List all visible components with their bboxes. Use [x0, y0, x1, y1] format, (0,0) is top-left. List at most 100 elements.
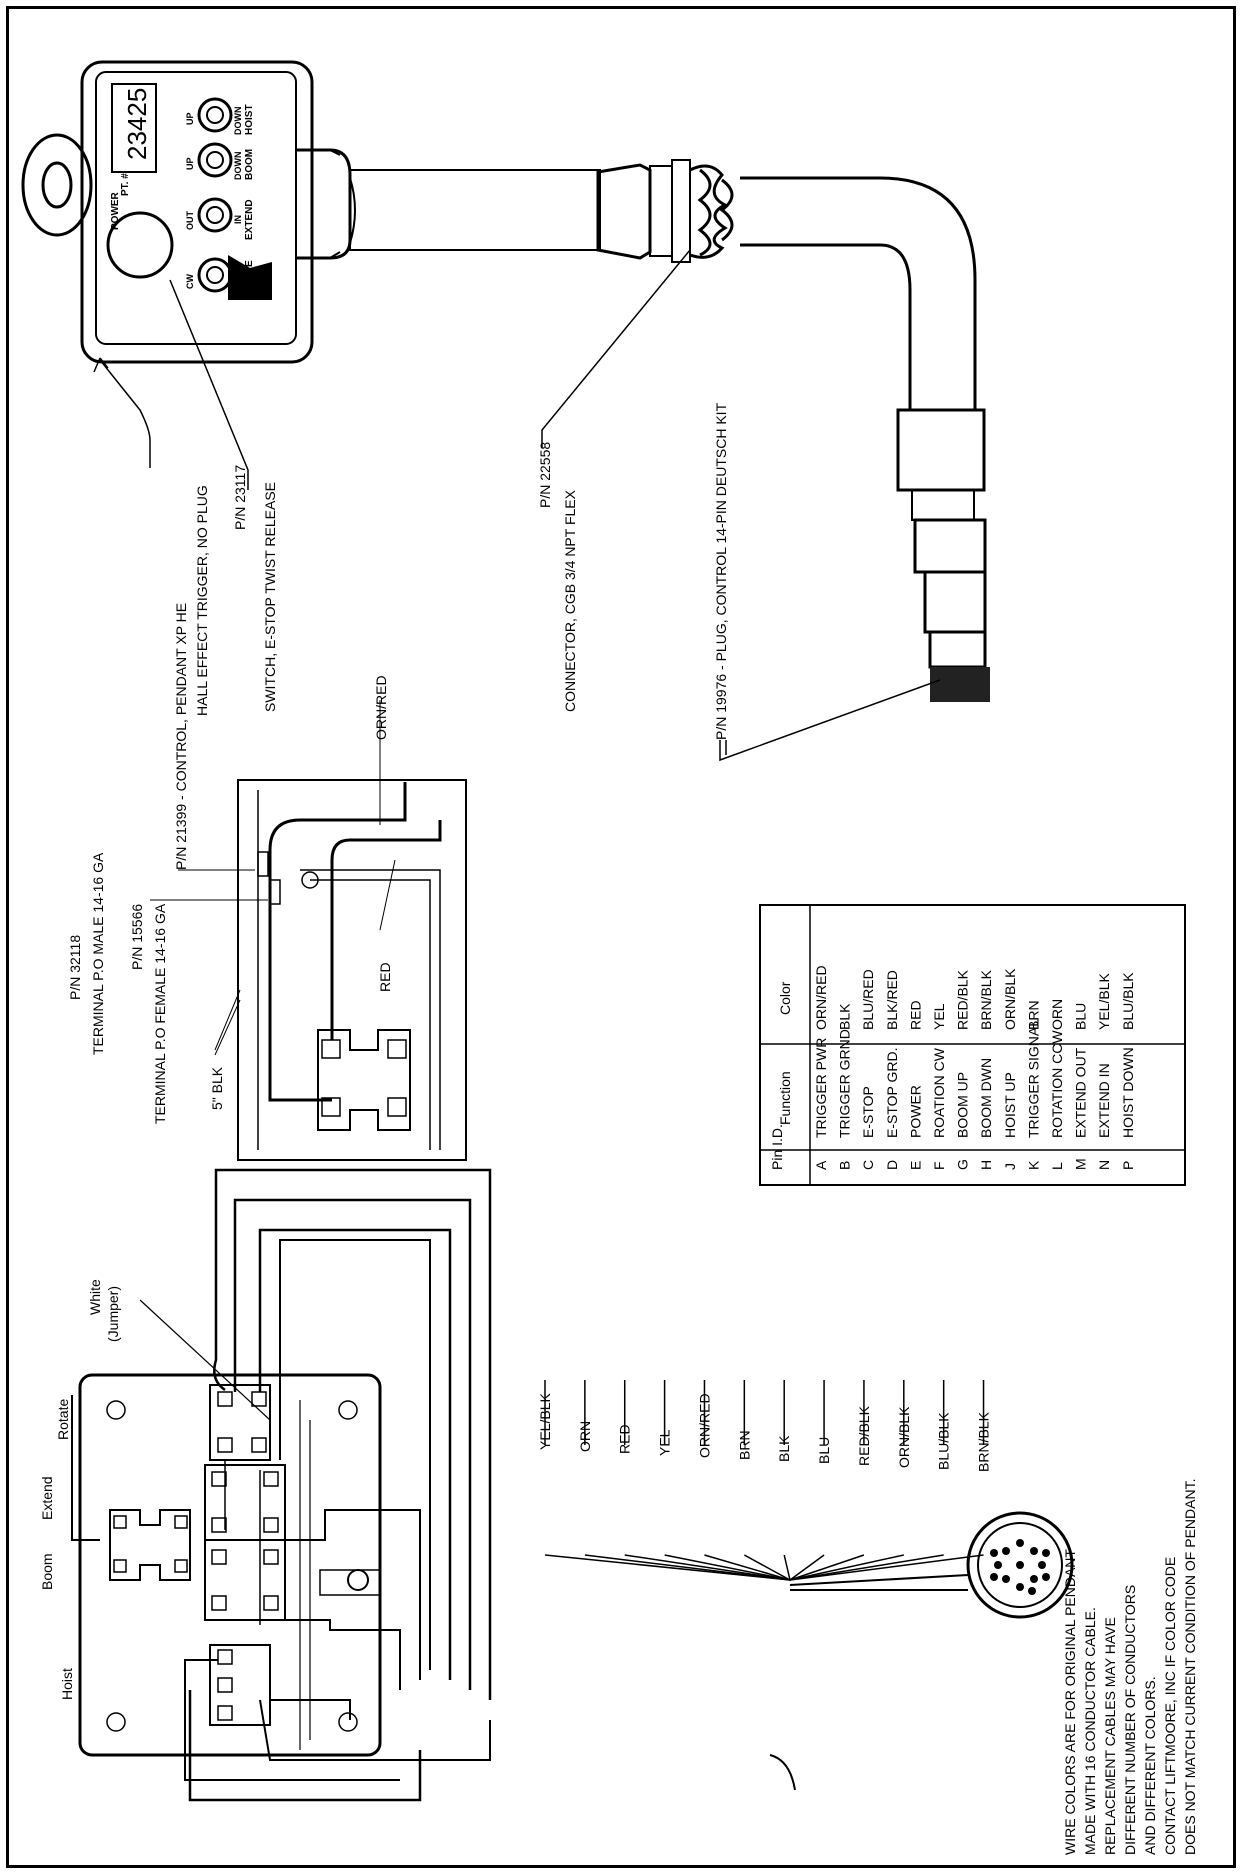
pin-table[interactable]: Pin I.D. Function Color A TRIGGER PWR ORN/… [759, 904, 1186, 1186]
svg-text:CCW: CCW [233, 269, 243, 291]
switch-plate [78, 1373, 382, 1757]
plug-pin [1042, 1549, 1050, 1557]
note-line: MADE WITH 16 CONDUCTOR CABLE. [1082, 1607, 1098, 1855]
cable-handle [349, 169, 601, 251]
plug-pin [1002, 1575, 1010, 1583]
label-boom: Boom [39, 1553, 55, 1590]
note-line: WIRE COLORS ARE FOR ORIGINAL PENDANT [1062, 1549, 1078, 1855]
svg-text:DOWN: DOWN [233, 152, 243, 181]
pin-row-function: HOIST UP [1002, 1072, 1018, 1138]
wire-label: RED/BLK [856, 1405, 872, 1466]
deutsch-plug [913, 518, 990, 702]
hanging-lug-hole [41, 161, 73, 209]
pin-row-pin: L [1049, 1162, 1065, 1170]
plug-pin [1030, 1547, 1038, 1555]
wire-lead [663, 1380, 791, 1581]
plug-pin [1016, 1583, 1024, 1591]
pin-row-function: EXTEND OUT [1073, 1047, 1089, 1138]
note-line: CONTACT LIFTMOORE, INC IF COLOR CODE [1162, 1557, 1178, 1855]
label-rotate: Rotate [55, 1399, 71, 1440]
switch-wiring [71, 1168, 1074, 1802]
pin-row-color: BRN [1025, 1000, 1041, 1030]
term-male-pn: P/N 32118 [67, 935, 83, 1000]
pin-row-color: BLK/RED [884, 970, 900, 1030]
svg-text:ROTATE: ROTATE [244, 260, 255, 300]
liftmoore-logo [228, 255, 272, 300]
pin-header-color: Color [777, 981, 793, 1015]
pin-row-color: BLK [837, 1003, 853, 1030]
wire-lead [584, 1380, 791, 1581]
pin-row-pin: M [1073, 1158, 1089, 1170]
pin-row-function: TRIGGER PWR [813, 1038, 829, 1138]
callout-connector-desc: CONNECTOR, CGB 3/4 NPT FLEX [562, 489, 578, 712]
terminal-detail [150, 700, 467, 1161]
switch-block-hoist [209, 1644, 271, 1726]
toggle-hoist[interactable]: UP DOWN HOIST [185, 97, 255, 136]
pin-header-pin: Pin I.D. [769, 1124, 785, 1170]
toggle-extend[interactable]: OUT IN EXTEND [185, 197, 255, 240]
plug-pin [1016, 1561, 1024, 1569]
pin-row-color: ORN/RED [813, 965, 829, 1030]
wire-label: BLU/BLK [936, 1412, 952, 1470]
wire-label: ORN [577, 1421, 593, 1452]
svg-text:BOOM: BOOM [244, 149, 255, 180]
plug-face [966, 1511, 1074, 1619]
pin-row-pin: N [1096, 1160, 1112, 1170]
svg-text:UP: UP [185, 157, 195, 170]
label-extend: Extend [39, 1476, 55, 1520]
pin-row-color: BLU/RED [860, 969, 876, 1030]
wire-label: YEL/BLK [537, 1393, 553, 1450]
svg-text:EXTEND: EXTEND [244, 199, 255, 240]
wire-lead [789, 1380, 945, 1581]
toggle-boom[interactable]: UP DOWN BOOM [185, 142, 255, 181]
label-hoist: Hoist [59, 1668, 75, 1700]
wire-lead [789, 1380, 865, 1581]
svg-text:DOWN: DOWN [233, 107, 243, 136]
pin-row-function: TRIGGER SIGNAL [1025, 1019, 1041, 1138]
svg-text:UP: UP [185, 112, 195, 125]
plug-pin [1028, 1587, 1036, 1595]
pin-header-function: Function [777, 1071, 793, 1125]
callout-pendant-desc: HALL EFFECT TRIGGER, NO PLUG [194, 485, 210, 716]
wire-label: ORN/BLK [896, 1406, 912, 1468]
pin-row-pin: P [1120, 1161, 1136, 1170]
plug-pin [1038, 1561, 1046, 1569]
toggle-rotate[interactable]: CW CCW ROTATE [185, 257, 255, 300]
plug-pin [1016, 1539, 1024, 1547]
power-label: POWER [110, 191, 121, 230]
pin-row-color: RED/BLK [955, 969, 971, 1030]
wire-lead [789, 1380, 825, 1581]
switch-block-extend [204, 1464, 286, 1541]
plug-pin [1042, 1573, 1050, 1581]
pin-row-function: BOOM DWN [978, 1058, 994, 1138]
callout-connector-pn: P/N 22558 [537, 442, 553, 508]
switch-block-rotate [209, 1384, 271, 1461]
svg-text:CW: CW [185, 274, 195, 289]
wire-lead [783, 1380, 791, 1581]
wire-label: RED [617, 1424, 633, 1454]
control-cable [740, 176, 986, 521]
wire-lead [623, 1380, 791, 1581]
label-jumper-2: (Jumper) [105, 1286, 121, 1342]
svg-text:HOIST: HOIST [244, 104, 255, 135]
wire-lead [703, 1380, 791, 1581]
wire-lead [544, 1380, 791, 1581]
svg-text:IN: IN [233, 215, 243, 224]
pin-row-pin: E [907, 1161, 923, 1170]
pin-row-color: ORN [1049, 999, 1065, 1030]
term-male-desc: TERMINAL P.O MALE 14-16 GA [90, 852, 106, 1055]
pin-row-pin: A [813, 1160, 829, 1170]
wire-5in-blk: 5" BLK [209, 1066, 225, 1110]
part-tag-box [111, 83, 157, 173]
wire-lead [789, 1380, 905, 1581]
pin-row-pin: D [884, 1160, 900, 1170]
wire-lead [743, 1380, 791, 1581]
callout-estop-pn: P/N 23117 [232, 465, 248, 530]
pin-row-function: E-STOP [860, 1086, 876, 1138]
pin-row-color: BRN/BLK [978, 969, 994, 1030]
pin-row-pin: K [1025, 1160, 1041, 1170]
pin-row-function: HOIST DOWN [1120, 1047, 1136, 1138]
pin-row-function: EXTEND IN [1096, 1063, 1112, 1138]
pin-row-function: POWER [907, 1085, 923, 1138]
